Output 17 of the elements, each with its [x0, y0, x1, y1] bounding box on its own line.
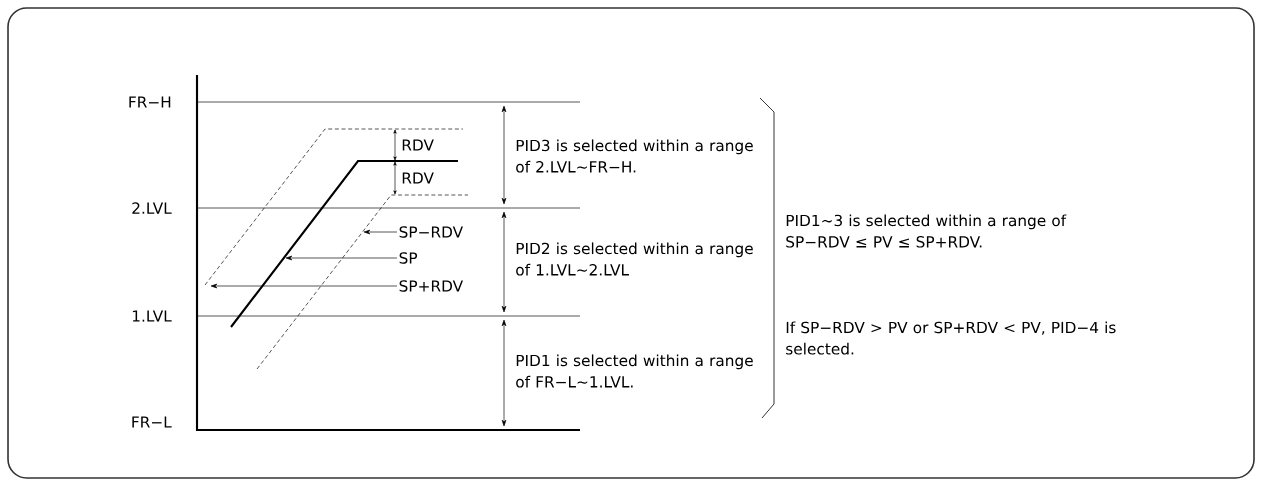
leader-line	[363, 229, 398, 235]
level-label: 2.LVL	[132, 202, 172, 214]
leader-line	[210, 283, 398, 289]
level-label: 1.LVL	[132, 310, 172, 322]
leader-line	[285, 255, 398, 261]
condition-note: PID1∼3 is selected within a range of SP−RDV ≤ PV ≤ SP+RDV.	[786, 214, 1067, 248]
leader-label: SP−RDV	[399, 226, 463, 238]
leader-label: SP	[399, 252, 418, 264]
leader-label: SP+RDV	[399, 280, 463, 292]
condition-note: If SP−RDV > PV or SP+RDV < PV, PID−4 is selected.	[786, 321, 1116, 355]
range-note: PID2 is selected within a range of 1.LVL∼2.LVL	[516, 242, 753, 276]
range-note: PID3 is selected within a range of 2.LVL∼FR−H.	[516, 139, 753, 173]
level-label: FR−L	[132, 416, 172, 428]
level-label: FR−H	[129, 96, 171, 108]
dimension-label: RDV	[402, 139, 434, 151]
range-note: PID1 is selected within a range of FR−L∼1.LVL.	[516, 354, 753, 388]
dimension-label: RDV	[402, 172, 434, 184]
